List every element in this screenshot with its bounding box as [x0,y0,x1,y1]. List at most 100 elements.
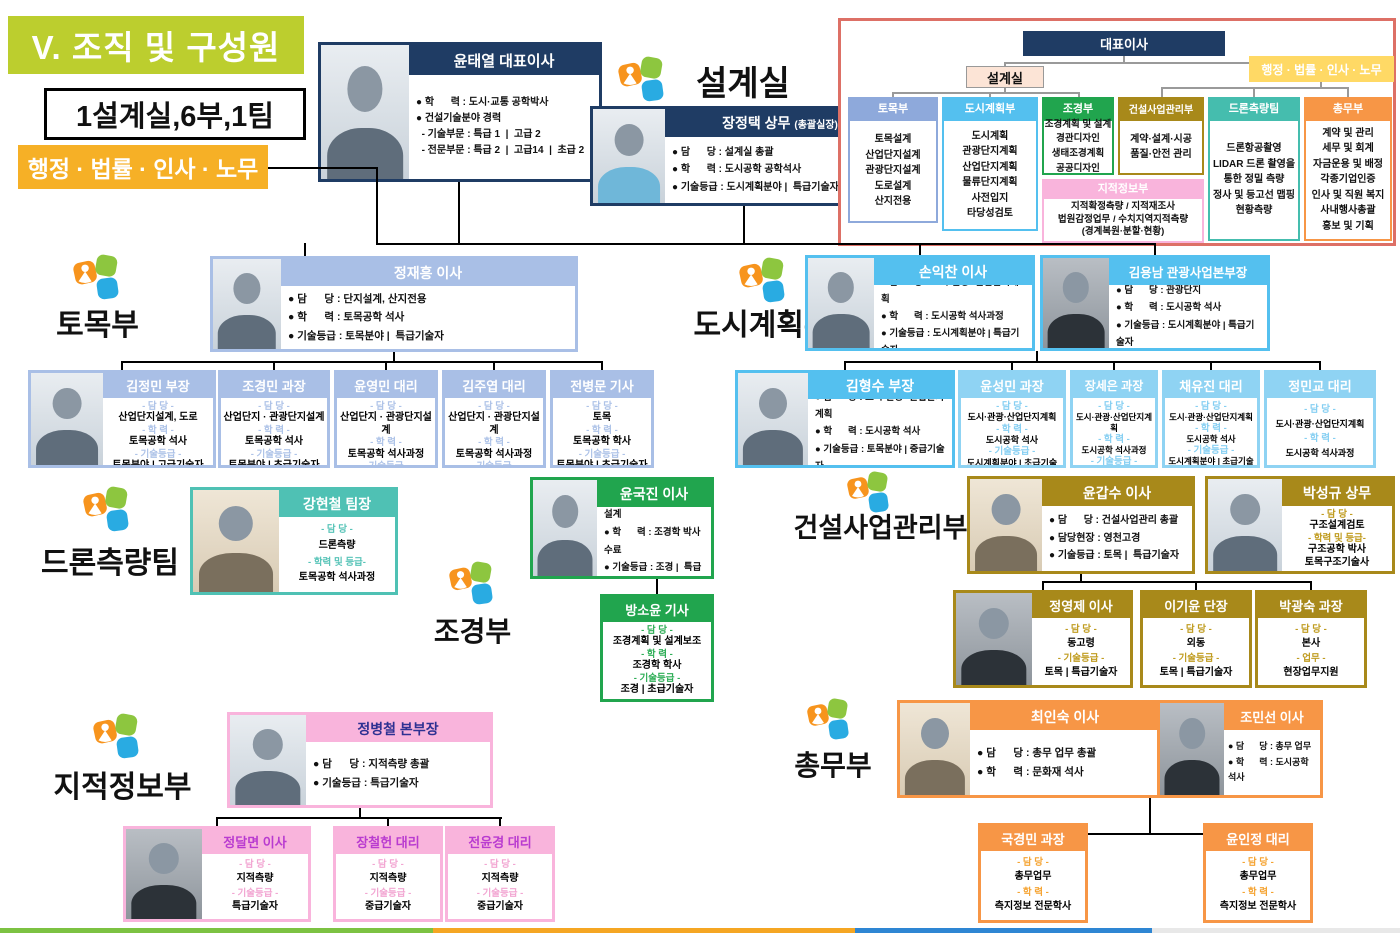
field-value: 도시·관광·산업단지계획 [1169,412,1253,423]
overview-col-title: 건설사업관리부 [1118,97,1204,119]
field-label: - 학 력 - [996,423,1028,435]
general-leader-name: 조민선 이사 [1224,703,1320,730]
urban-leader-photo [808,258,874,348]
urban-member-card: 김형수 부장 ● 담 당 : 도시·관광 ·산업단지계획 ● 학 력 : 도시공… [735,370,955,468]
construction-leader-card: 윤갑수 이사 ● 담 당 : 건설사업관리 총괄 ● 담당현장 : 영천고경 ●… [967,476,1195,574]
field-label: - 담 당 - [239,859,271,871]
landscape-leader-details: ● 담 당 : 조경계획 및 설계 ● 학 력 : 조경학 박사수료 ● 기술등… [597,507,711,576]
connector-line [892,92,1080,94]
field-value: 토목 | 특급기술자 [1044,666,1118,678]
connector-line [1319,361,1321,370]
general-leader-name: 최인숙 이사 [970,703,1160,730]
drone-team-label: 드론측량팀 [41,547,179,580]
civil-dept-label: 토목부 [56,309,139,342]
field-label: - 담 당 - [372,859,404,871]
civil-leader-photo [213,259,281,349]
civil-member-card: 전병문 기사 - 담 당 - 토목 - 학 력 - 토목공학 학사 - 기술등급… [550,370,654,468]
construction-member-card: 박광숙 과장 - 담 당 - 본사 - 업무 - 현장업무지원 [1255,590,1367,688]
overview-design-box: 설계실 [966,66,1044,88]
construction-leader-name: 박성규 상무 [1282,479,1392,506]
member-name: 김주엽 대리 [445,373,543,398]
field-value: 산업단지 · 관광단지설계 [223,412,325,424]
civil-member-card: 김정민 부장 - 담 당 - 산업단지설계, 도로 - 학 력 - 토목공학 석… [28,370,216,468]
member-name: 윤인정 대리 [1206,826,1310,851]
connector-line [1004,88,1006,93]
connector-line [359,808,361,818]
connector-line [989,92,991,97]
field-value: 산업단지설계, 도로 [118,412,198,424]
footer-stripe-gray [1152,928,1400,933]
overview-col-items: 조경계획 및 설계 경관디자인 생태조경계획 공공디자인 [1042,119,1114,175]
connector-line [216,817,218,826]
field-value: 토목공학 석사 [245,436,303,448]
field-value: 지적측량 [369,872,407,884]
field-label: - 담 당 - [370,401,402,412]
field-label: - 학 력 - [478,437,510,449]
cadastral-member-photo [126,829,202,919]
field-label: - 기술등급 - [1057,652,1105,664]
connector-line [1036,351,1038,362]
connector-line [273,361,275,370]
field-value: 구조설계검토 [1309,520,1365,532]
field-value: 도시공학 석사과정 [1285,447,1355,458]
field-value: 토목공학 석사과정 [455,448,533,460]
connector-line [1088,833,1203,835]
ceo-photo [321,45,409,179]
civil-dept-logo-icon [72,253,120,301]
connector-line [1161,87,1349,89]
drone-leader-name: 강현철 팀장 [279,490,395,517]
member-name: 전병문 기사 [553,373,651,398]
member-name: 방소윤 기사 [603,597,711,622]
field-label: - 기술등급 - [134,448,182,460]
civil-leader-card: 정재흥 이사 ● 담 당 : 단지설계, 산지전용 ● 학 력 : 토목공학 석… [210,256,578,352]
connector-line [121,361,603,363]
field-label: - 담 당 - [586,401,618,412]
overview-cadastral-title: 지적정보부 [1042,179,1204,197]
field-value: 조경계획 및 설계보조 [612,636,702,648]
field-label: - 기술등급 - [1090,455,1138,465]
field-value: 도시계획분야 | 초급기술자 [1168,456,1254,465]
member-name: 국경민 과장 [981,826,1085,851]
construction-leader-card: 박성규 상무 - 담 당 - 구조설계검토 - 학력 및 등급- 구조공학 박사… [1205,476,1395,574]
field-value: 도시·관광·산업단지계획 [1275,418,1365,429]
urban-leader-details: ● 담 당 : 도시·관광 ·산업단지계획 ● 학 력 : 도시공학 석사과정 … [874,285,1032,348]
cadastral-leader-details: ● 담 당 : 지적측량 총괄 ● 기술등급 : 특급기술자 [306,742,490,805]
field-label: - 학 력 - [1098,433,1130,445]
field-value: 산업단지 · 관광단지설계 [340,412,432,436]
field-value: 본사 [1301,637,1321,649]
field-label: - 학력 및 등급- [1308,532,1366,544]
field-value: 중급기술자 [477,901,523,913]
general-leader-card: 최인숙 이사 ● 담 당 : 총무 업무 총괄 ● 학 력 : 문화재 석사 [897,700,1163,798]
landscape-leader-photo [533,480,597,576]
connector-line [1253,87,1255,97]
urban-member-card: 윤성민 과장 - 담 당 - 도시·관광·산업단지계획 - 학 력 - 도시공학… [958,370,1066,468]
field-value: 조경학 학사 [632,660,682,672]
general-member-card: 국경민 과장 - 담 당 - 총무업무 - 학 력 - 측지정보 전문학사 [978,823,1088,923]
general-leader-details: ● 담 당 : 총무 업무 ● 학 력 : 도시공학 석사 [1224,730,1320,795]
field-label: - 기술등급 - [633,672,681,684]
connector-line [1123,56,1125,63]
field-label: - 기술등급 - [1187,445,1235,457]
urban-member-card: 장세은 과장 - 담 당 - 도시·관광·산업단지계획 - 학 력 - 도시공학… [1070,370,1158,468]
field-label: - 기술등급 - [476,887,524,899]
civil-leader-name: 정재흥 이사 [281,259,575,286]
connector-line [376,167,378,245]
org-summary-box: 1설계실,6부,1팀 [44,88,306,140]
ceo-card: 윤태열 대표이사 ● 학 력 : 도시·교통 공학박사 ● 건설기술분야 경력 … [318,42,602,182]
overview-ceo-box: 대표이사 [1023,31,1225,56]
civil-leader-details: ● 담 당 : 단지설계, 산지전용 ● 학 력 : 토목공학 석사 ● 기술등… [281,286,575,349]
field-value: 도시계획분야 | 초급기술자 [966,457,1058,465]
connector-line [1113,361,1115,370]
field-label: - 담 당 - [321,524,353,536]
field-value: 지적측량 [236,872,274,884]
field-label: - 담 당 - [258,401,290,412]
field-label: - 학 력 - [641,648,673,660]
field-label: - 담 당 - [1065,623,1097,635]
connector-line [268,167,378,169]
connector-line [919,243,921,256]
field-value: 토목분야 | 초급기술자 [223,460,325,465]
field-value: 도시공학 석사 [985,435,1039,446]
field-value: 토목공학 석사 [129,436,187,448]
field-label: - 기술등급 - [578,448,626,460]
